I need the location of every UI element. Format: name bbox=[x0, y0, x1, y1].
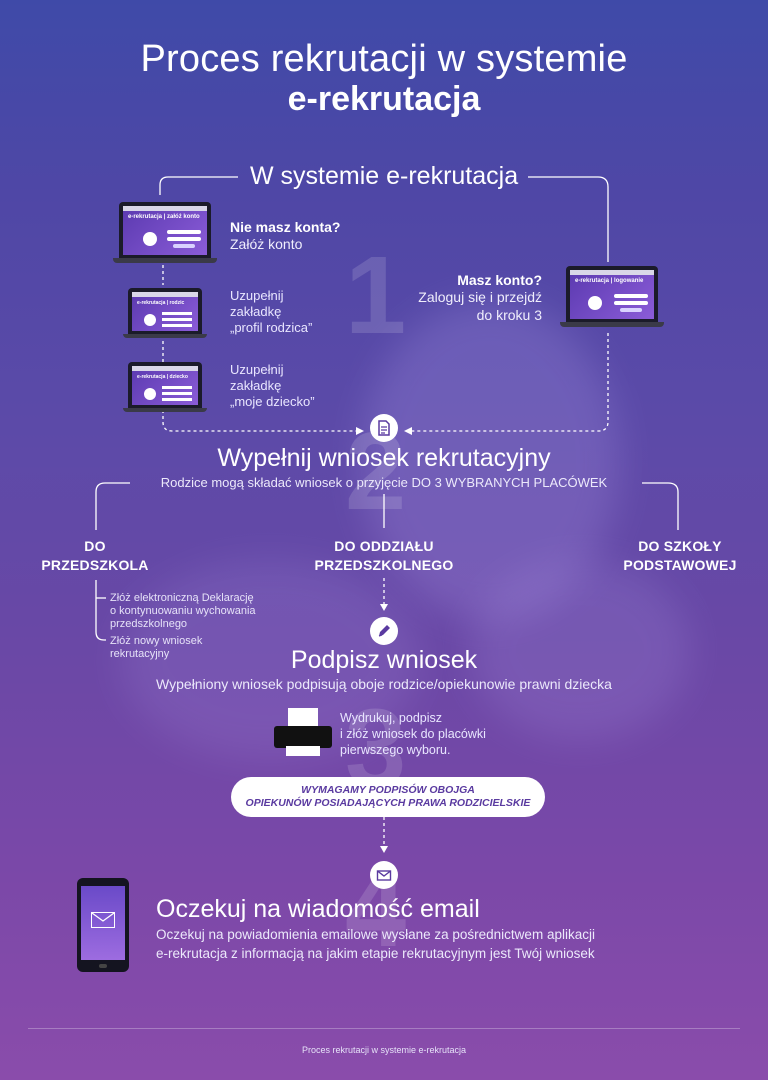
phone-icon bbox=[77, 878, 129, 972]
text-line: „moje dziecko” bbox=[230, 394, 315, 409]
category-primary-school: DO SZKOŁY PODSTAWOWEJ bbox=[610, 537, 750, 575]
arrow-head bbox=[356, 427, 364, 435]
screen-label: e-rekrutacja | logowanie bbox=[575, 278, 644, 284]
text-line: Wydrukuj, podpisz bbox=[340, 711, 443, 725]
text-line: e-rekrutacja z informacją na jakim etapi… bbox=[156, 946, 595, 961]
preschool-option-new-application: Złóż nowy wniosek rekrutacyjny bbox=[110, 635, 202, 661]
no-account-question: Nie masz konta? bbox=[230, 219, 341, 235]
page-title-line2: e-rekrutacja bbox=[287, 80, 481, 118]
document-icon bbox=[370, 414, 398, 442]
background-photo-blur bbox=[360, 300, 620, 620]
step1-heading: W systemie e-rekrutacja bbox=[250, 162, 519, 190]
text-line: PODSTAWOWEJ bbox=[623, 557, 737, 573]
category-preschool: DO PRZEDSZKOLA bbox=[30, 537, 160, 575]
fill-child-profile: Uzupełnij zakładkę „moje dziecko” bbox=[230, 362, 315, 410]
text-line: DO ODDZIAŁU bbox=[334, 538, 434, 554]
text-line: Złóż nowy wniosek bbox=[110, 635, 203, 647]
text-line: WYMAGAMY PODPISÓW OBOJGA bbox=[301, 784, 475, 796]
text-line: DO SZKOŁY bbox=[638, 538, 722, 554]
text-line: PRZEDSZKOLA bbox=[41, 557, 149, 573]
signature-requirement-badge: WYMAGAMY PODPISÓW OBOJGA OPIEKUNÓW POSIA… bbox=[231, 777, 545, 817]
printer-icon bbox=[274, 708, 332, 758]
step3-heading: Podpisz wniosek bbox=[290, 646, 478, 674]
screen-label: e-rekrutacja | załóż konto bbox=[128, 214, 200, 220]
text-line: Zaloguj się i przejdź bbox=[418, 289, 542, 305]
has-account-block: Masz konto? Zaloguj się i przejdź do kro… bbox=[390, 272, 542, 324]
text-line: Uzupełnij bbox=[230, 362, 284, 377]
connector-line bbox=[159, 176, 238, 195]
laptop-icon: e-rekrutacja | dziecko bbox=[123, 362, 207, 414]
connector-line bbox=[642, 482, 679, 530]
footer-divider bbox=[28, 1028, 740, 1029]
connector-line bbox=[95, 580, 106, 641]
text-line: „profil rodzica” bbox=[230, 320, 313, 335]
text-line: Oczekuj na powiadomienia emailowe wysłan… bbox=[156, 927, 595, 942]
laptop-icon: e-rekrutacja | rodzic bbox=[123, 288, 207, 340]
step-number-1: 1 bbox=[345, 234, 407, 357]
text-line: zakładkę bbox=[230, 304, 282, 319]
fill-parent-profile: Uzupełnij zakładkę „profil rodzica” bbox=[230, 288, 312, 336]
text-line: PRZEDSZKOLNEGO bbox=[314, 557, 454, 573]
text-line: rekrutacyjny bbox=[110, 648, 170, 660]
step2-subtitle: Rodzice mogą składać wniosek o przyjęcie… bbox=[160, 475, 608, 490]
step4-description: Oczekuj na powiadomienia emailowe wysłan… bbox=[156, 925, 595, 963]
has-account-question: Masz konto? bbox=[457, 272, 542, 288]
envelope-icon bbox=[370, 861, 398, 889]
text-line: zakładkę bbox=[230, 378, 282, 393]
connector-line bbox=[162, 410, 360, 432]
arrow-head bbox=[404, 427, 412, 435]
step2-heading: Wypełnij wniosek rekrutacyjny bbox=[217, 444, 551, 472]
category-preschool-unit: DO ODDZIAŁU PRZEDSZKOLNEGO bbox=[304, 537, 464, 575]
background-photo-blur bbox=[470, 560, 690, 740]
text-line: Uzupełnij bbox=[230, 288, 284, 303]
text-line: o kontynuowaniu wychowania bbox=[110, 605, 256, 617]
connector-line bbox=[408, 333, 609, 432]
arrow-head bbox=[380, 846, 388, 853]
text-line: pierwszego wyboru. bbox=[340, 743, 451, 757]
step3-subtitle: Wypełniony wniosek podpisują oboje rodzi… bbox=[156, 676, 612, 692]
page-title-line1: Proces rekrutacji w systemie bbox=[140, 38, 628, 80]
printer-instructions: Wydrukuj, podpisz i złóż wniosek do plac… bbox=[340, 710, 486, 758]
laptop-icon: e-rekrutacja | załóż konto bbox=[113, 202, 217, 266]
pen-icon bbox=[370, 617, 398, 645]
preschool-option-declaration: Złóż elektroniczną Deklarację o kontynuo… bbox=[110, 592, 256, 631]
create-account-text: Załóż konto bbox=[230, 236, 303, 252]
text-line: DO bbox=[84, 538, 106, 554]
text-line: Złóż elektroniczną Deklarację bbox=[110, 592, 254, 604]
step4-heading: Oczekuj na wiadomość email bbox=[156, 895, 480, 923]
connector-line bbox=[528, 176, 609, 262]
text-line: i złóż wniosek do placówki bbox=[340, 727, 486, 741]
text-line: przedszkolnego bbox=[110, 618, 188, 630]
screen-label: e-rekrutacja | dziecko bbox=[137, 374, 188, 380]
screen-label: e-rekrutacja | rodzic bbox=[137, 300, 185, 306]
arrow-head bbox=[380, 604, 388, 611]
background-photo-blur bbox=[120, 560, 420, 760]
text-line: OPIEKUNÓW POSIADAJĄCYCH PRAWA RODZICIELS… bbox=[245, 797, 531, 809]
footer-text: Proces rekrutacji w systemie e-rekrutacj… bbox=[301, 1045, 467, 1055]
laptop-icon: e-rekrutacja | logowanie bbox=[560, 266, 664, 330]
connector-line bbox=[95, 482, 130, 530]
text-line: do kroku 3 bbox=[476, 307, 542, 323]
